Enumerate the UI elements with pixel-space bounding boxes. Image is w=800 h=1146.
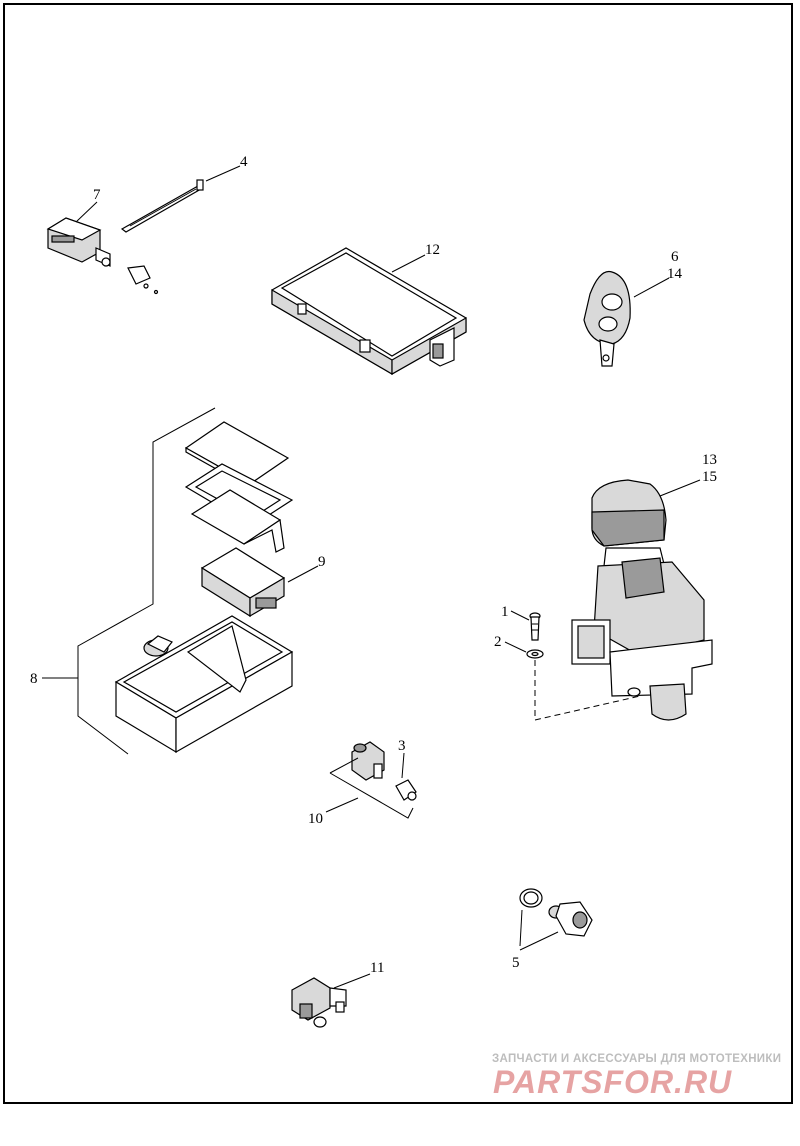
callout-12: 12 — [425, 242, 440, 258]
callout-10: 10 — [308, 811, 323, 827]
callout-7: 7 — [93, 187, 101, 203]
part-battery-tray — [114, 615, 294, 754]
callout-14: 14 — [667, 266, 683, 282]
bracket-10-a — [329, 757, 359, 774]
part-screw — [529, 612, 541, 641]
centerline — [534, 660, 641, 721]
leader-10 — [325, 797, 359, 813]
part-control-module — [271, 247, 467, 376]
part-sensor — [291, 977, 347, 1028]
bracket-10-b — [329, 772, 414, 819]
leader-7 — [75, 201, 98, 223]
callout-6: 6 — [671, 249, 679, 265]
part-battery — [200, 547, 286, 618]
diagram-frame — [3, 3, 793, 1104]
callout-8: 8 — [30, 671, 38, 687]
part-connector — [46, 217, 159, 295]
leader-12 — [391, 254, 426, 273]
part-pressure-sender — [548, 901, 593, 937]
leader-13-15 — [659, 479, 701, 497]
leader-5-b — [519, 931, 559, 951]
leader-5-a — [519, 909, 523, 947]
leader-1 — [510, 610, 530, 621]
leader-3 — [401, 752, 405, 779]
callout-5: 5 — [512, 955, 520, 971]
part-cable-strap — [120, 179, 204, 233]
callout-2: 2 — [494, 634, 502, 650]
watermark-logo: PARTSFOR.RU — [493, 1064, 732, 1100]
callout-11: 11 — [370, 960, 384, 976]
leader-6-14 — [633, 277, 670, 298]
bracket-8 — [77, 407, 216, 755]
callout-3: 3 — [398, 738, 406, 754]
watermark-tagline: ЗАПЧАСТИ И АКСЕССУАРЫ ДЛЯ МОТОТЕХНИКИ — [492, 1053, 782, 1065]
leader-11 — [333, 973, 371, 989]
callout-1: 1 — [501, 604, 509, 620]
part-switch — [351, 741, 385, 781]
callout-13: 13 — [702, 452, 717, 468]
part-o-ring — [519, 888, 543, 908]
part-pad-bracket — [190, 489, 285, 553]
leader-9 — [287, 565, 319, 583]
callout-15: 15 — [702, 469, 717, 485]
part-key-fob — [583, 270, 631, 367]
part-washer — [526, 649, 544, 659]
part-plug — [395, 779, 417, 801]
leader-2 — [504, 641, 527, 653]
part-switch-assembly — [571, 479, 713, 721]
leader-4 — [205, 165, 241, 182]
callout-4: 4 — [240, 154, 248, 170]
callout-9: 9 — [318, 554, 326, 570]
